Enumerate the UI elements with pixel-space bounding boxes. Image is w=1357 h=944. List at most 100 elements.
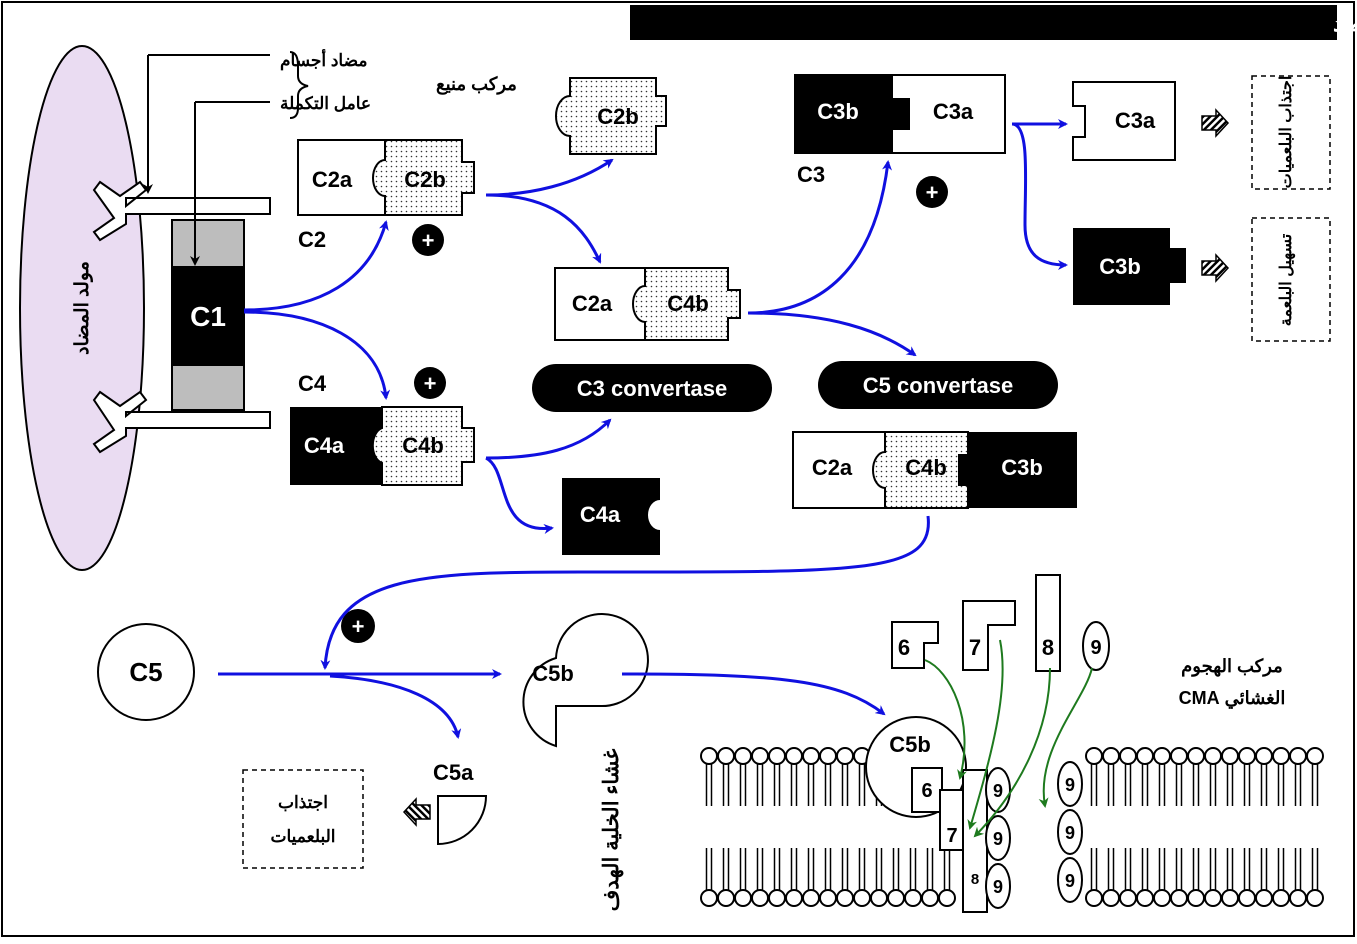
c3a-label: C3a [933, 99, 974, 124]
brace [289, 51, 309, 119]
c9-molecule [1082, 621, 1110, 671]
c2b-fragment [555, 77, 667, 155]
antibody-bottom [92, 390, 271, 454]
c2a-c4b-complex [554, 267, 741, 341]
svg-text:+: + [926, 180, 939, 205]
c7-label: 7 [969, 635, 981, 660]
arrow-c5-c5a [329, 674, 462, 739]
arrow-c1-c2 [243, 220, 389, 312]
antibody-top [92, 180, 271, 242]
c1-core [172, 266, 244, 366]
c5-convertase-label: C5 convertase [863, 373, 1013, 398]
membrane-right [1085, 747, 1324, 907]
c5a-label: C5a [433, 760, 474, 785]
arrow-c5conv-c5 [320, 515, 930, 670]
c8-molecule [1035, 574, 1061, 672]
pore-c9-label-2: 9 [1065, 823, 1075, 843]
c4a-label: C4a [304, 433, 345, 458]
c7-molecule [962, 600, 1016, 671]
phagocyte-attract-box-1 [1251, 75, 1331, 190]
pore-c9-label-1: 9 [1065, 775, 1075, 795]
c5b-molecule [522, 613, 649, 748]
c3conv-c2a-label: C2a [572, 291, 613, 316]
phago-attract-label-1: اجتذاب البلعميات [1278, 76, 1295, 189]
c3conv-c4b-label: C4b [667, 291, 709, 316]
arrow-c2-c2a [485, 193, 602, 264]
c5-molecule [97, 623, 195, 721]
c6-molecule [891, 621, 939, 669]
c2-label: C2 [298, 227, 326, 252]
c3-convertase-badge [532, 364, 772, 412]
c3-label: C3 [797, 162, 825, 187]
complement-label: عامل التكملة [280, 94, 371, 113]
c2-molecule [297, 139, 475, 216]
c8-label: 8 [1042, 635, 1054, 660]
c3b-label: C3b [817, 99, 859, 124]
arrow-c4-convertase [485, 418, 612, 460]
c2b-label: C2b [404, 167, 446, 192]
green-arrows [924, 639, 1093, 838]
c4b-label: C4b [402, 433, 444, 458]
c3a-fragment-label: C3a [1115, 108, 1156, 133]
c5conv-c4b-label: C4b [905, 455, 947, 480]
arrow-c1-c4 [243, 310, 391, 400]
plus-c2 [412, 224, 444, 256]
title-bar [630, 5, 1337, 40]
c5b-label: C5b [532, 661, 574, 686]
c9-pore [1057, 761, 1083, 903]
c2b-fragment-label: C2b [597, 104, 639, 129]
pore-c9-label-3: 9 [1065, 871, 1075, 891]
c5a-action-arrow [403, 798, 431, 826]
c9-label: 9 [1090, 637, 1101, 659]
membrane-label: غشاء الخلية الهدف [600, 749, 624, 912]
arrow-c7-insert [967, 639, 1004, 830]
c4-molecule [290, 406, 475, 486]
mac-c9-label-2: 9 [993, 829, 1003, 849]
c3b-action-arrow [1201, 254, 1229, 282]
c3-convertase-label: C3 convertase [577, 376, 727, 401]
immune-complex-label: مركب منيع [436, 74, 517, 95]
document-title: الوثيقة 30 : دور مضادات الأجسام في القضا… [1333, 8, 1357, 38]
c4a-fragment [562, 478, 660, 555]
arrow-c4-c4a [485, 456, 554, 534]
c3a-fragment [1072, 81, 1176, 161]
phagocytosis-box [1251, 217, 1331, 342]
c5conv-c3b-label: C3b [1001, 455, 1043, 480]
plus-c4 [414, 367, 446, 399]
mac-c7-label: 7 [946, 825, 957, 847]
arrow-c2-c2b [485, 158, 614, 197]
c3b-fragment-label: C3b [1099, 254, 1141, 279]
mac-c8-label: 8 [971, 871, 979, 888]
arrow-c5b-membrane [621, 672, 886, 716]
phagocyte-attract-box-2 [242, 769, 364, 869]
c5conv-c2a-label: C2a [812, 455, 853, 480]
c5a-molecule [437, 795, 488, 846]
arrow-c8-insert [973, 667, 1051, 838]
plus-c5 [341, 609, 375, 643]
arrow-conv-c5conv [747, 311, 917, 357]
c2a-c4b-c3b-complex [792, 431, 1077, 509]
svg-text:+: + [424, 371, 437, 396]
mac-label-line-1: مركب الهجوم [1181, 656, 1283, 677]
mac-c9-label-3: 9 [993, 877, 1003, 897]
c4a-fragment-label: C4a [580, 502, 621, 527]
arrow-conv-c3 [747, 160, 893, 315]
mac-label-line-2: الغشائي CMA [1179, 688, 1286, 709]
antigen-label: مولد المضاد [72, 261, 93, 355]
antibody-label: مضاد أجسام [280, 48, 367, 71]
phago-attract-line-2: البلعميات [270, 827, 335, 846]
blue-arrows [218, 119, 1068, 739]
c3-molecule [794, 74, 1006, 154]
mac-c6-label: 6 [921, 780, 932, 802]
svg-text:+: + [422, 228, 435, 253]
mac-c5b-label: C5b [889, 732, 931, 757]
mac-c9-label-1: 9 [993, 781, 1003, 801]
c2a-label: C2a [312, 167, 353, 192]
c3a-action-arrow [1201, 109, 1229, 137]
c6-label: 6 [898, 635, 910, 660]
c4-label: C4 [298, 371, 327, 396]
mac-complex [865, 716, 1011, 913]
